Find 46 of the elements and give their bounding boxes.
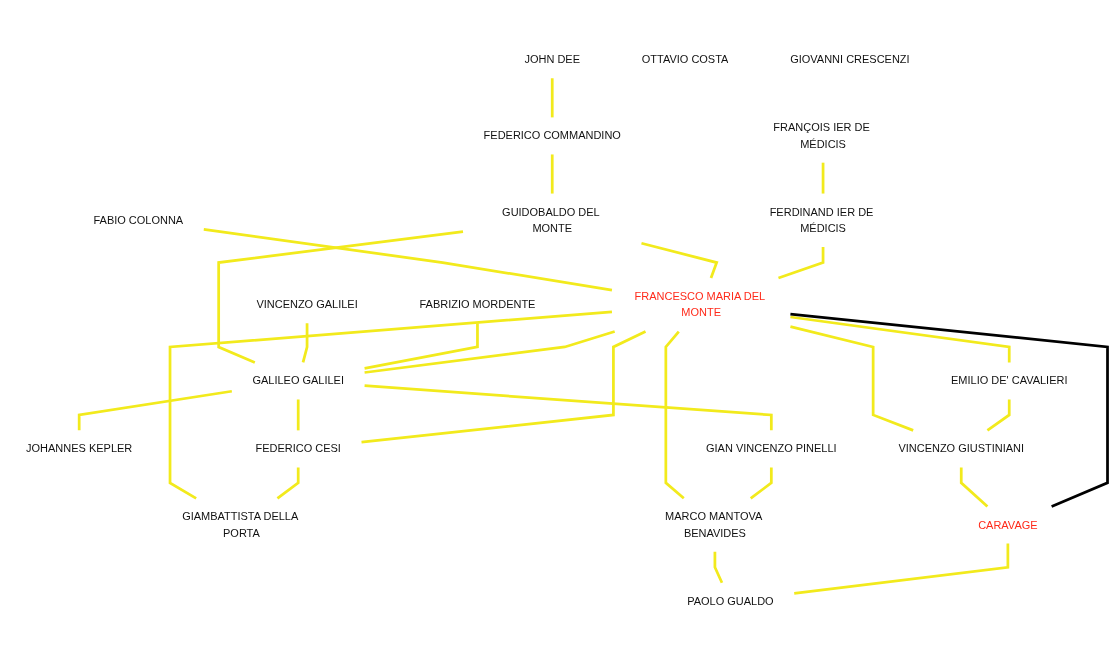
connector xyxy=(364,384,773,431)
node-text: MARCO MANTOVA BENAVIDES xyxy=(665,510,762,539)
node-text: FABIO COLONNA xyxy=(93,214,184,226)
connector xyxy=(168,310,613,500)
node-text: FEDERICO CESI xyxy=(255,442,341,455)
connector xyxy=(77,389,233,431)
connector xyxy=(276,467,300,500)
node-text: OTTAVIO COSTA xyxy=(641,53,729,66)
node-text: PAOLO GUALDO xyxy=(687,595,774,607)
connector xyxy=(217,230,464,364)
connector xyxy=(301,323,309,363)
node-text: GALILEO GALILEI xyxy=(252,374,344,387)
connector xyxy=(713,551,724,584)
connector xyxy=(550,78,554,118)
connector xyxy=(296,399,300,431)
connector xyxy=(790,312,1109,508)
connector xyxy=(986,399,1011,432)
connector xyxy=(203,228,613,292)
connector xyxy=(794,543,1010,595)
connector xyxy=(361,330,647,444)
connector xyxy=(664,330,685,500)
node-text: FRANÇOIS IER DE MÉDICIS xyxy=(773,121,870,150)
node-text: VINCENZO GIUSTINIANI xyxy=(898,442,1025,455)
connector xyxy=(790,325,914,432)
connector xyxy=(778,247,825,280)
node-text: JOHN DEE xyxy=(524,53,580,66)
node-text: GIOVANNI CRESCENZI xyxy=(790,53,910,66)
node-text: FRANCESCO MARIA DEL MONTE xyxy=(634,290,765,319)
connector xyxy=(364,323,479,370)
node-text: GIAMBATTISTA DELLA PORTA xyxy=(182,510,298,539)
connector xyxy=(959,467,989,508)
node-text: EMILIO DE' CAVALIERI xyxy=(951,374,1068,387)
connector xyxy=(821,162,825,194)
connector xyxy=(749,467,773,500)
node-text: JOHANNES KEPLER xyxy=(26,442,133,455)
node-text: FERDINAND IER DE MÉDICIS xyxy=(769,205,874,235)
connector xyxy=(790,315,1011,363)
node-text: CARAVAGE xyxy=(978,518,1038,531)
connector xyxy=(550,154,554,194)
node-text: VINCENZO GALILEI xyxy=(256,298,358,311)
node-text: FEDERICO COMMANDINO xyxy=(483,129,621,142)
connector xyxy=(364,330,616,374)
connector xyxy=(641,241,719,279)
node-text: GIAN VINCENZO PINELLI xyxy=(706,442,837,455)
node-text: FABRIZIO MORDENTE xyxy=(419,298,536,311)
node-text: GUIDOBALDO DEL MONTE xyxy=(502,205,600,235)
